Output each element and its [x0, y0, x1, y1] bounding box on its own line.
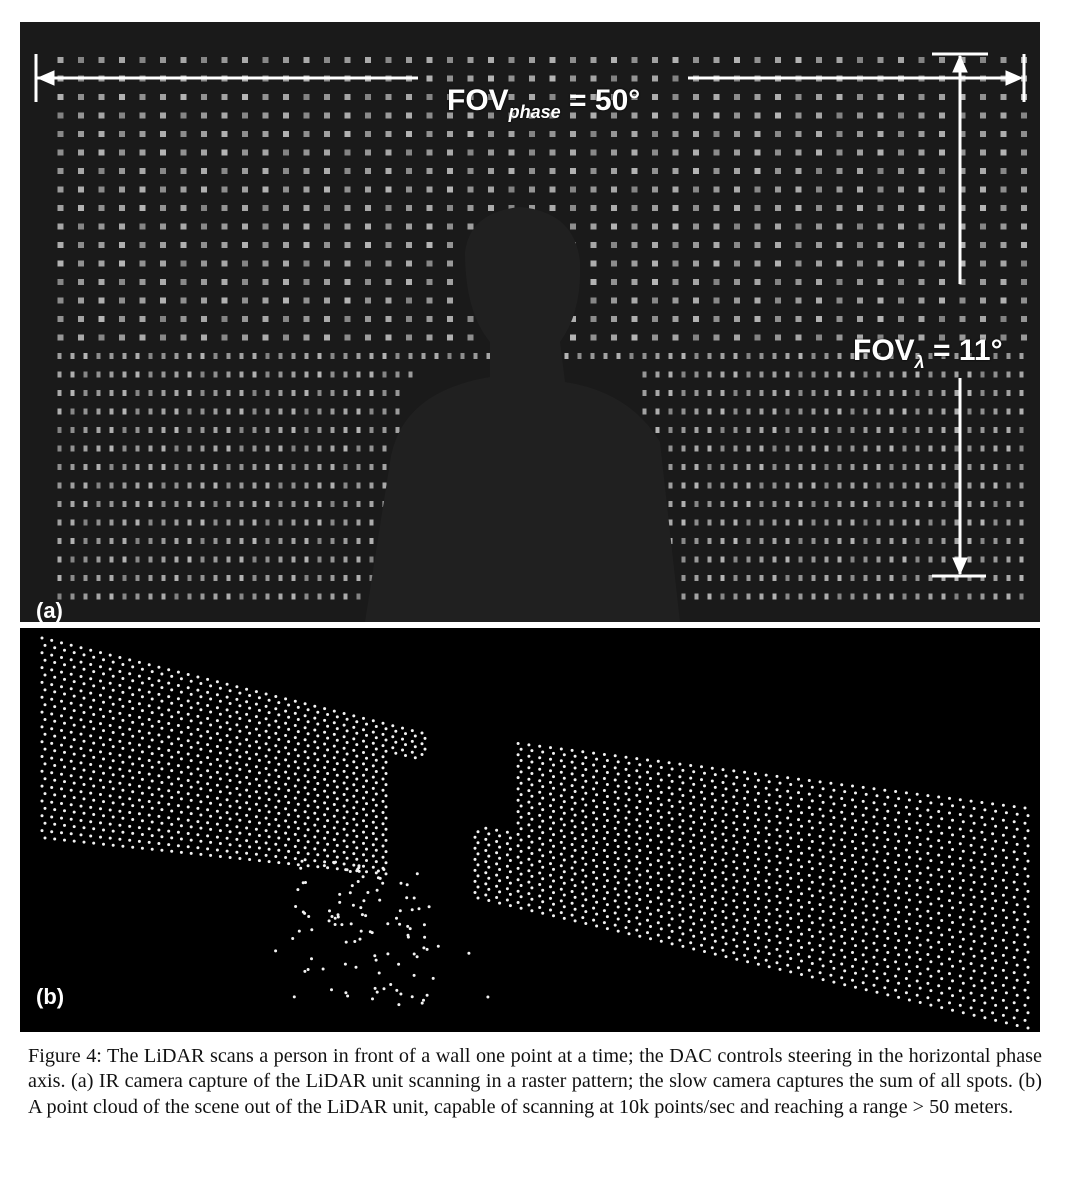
fov-lambda-label: FOVλ = 11° [853, 334, 1003, 372]
fov-phase-label: FOVphase = 50° [447, 84, 641, 122]
point-cloud-image [40, 636, 1030, 1030]
fov-arrows [34, 52, 1026, 578]
point-cloud-dots [40, 636, 1030, 1030]
point-cloud-panel [20, 628, 1040, 1032]
panel-b-label: (b) [36, 984, 65, 1009]
raster-spots [57, 57, 1027, 600]
panel-a-label: (a) [36, 598, 63, 622]
figure-caption: Figure 4: The LiDAR scans a person in fr… [28, 1045, 1042, 1118]
ir-raster-image [34, 52, 1027, 622]
person-silhouette [365, 207, 680, 622]
ir-camera-capture-panel: FOVphase = 50° FOVλ = 11° (a) [20, 22, 1040, 622]
